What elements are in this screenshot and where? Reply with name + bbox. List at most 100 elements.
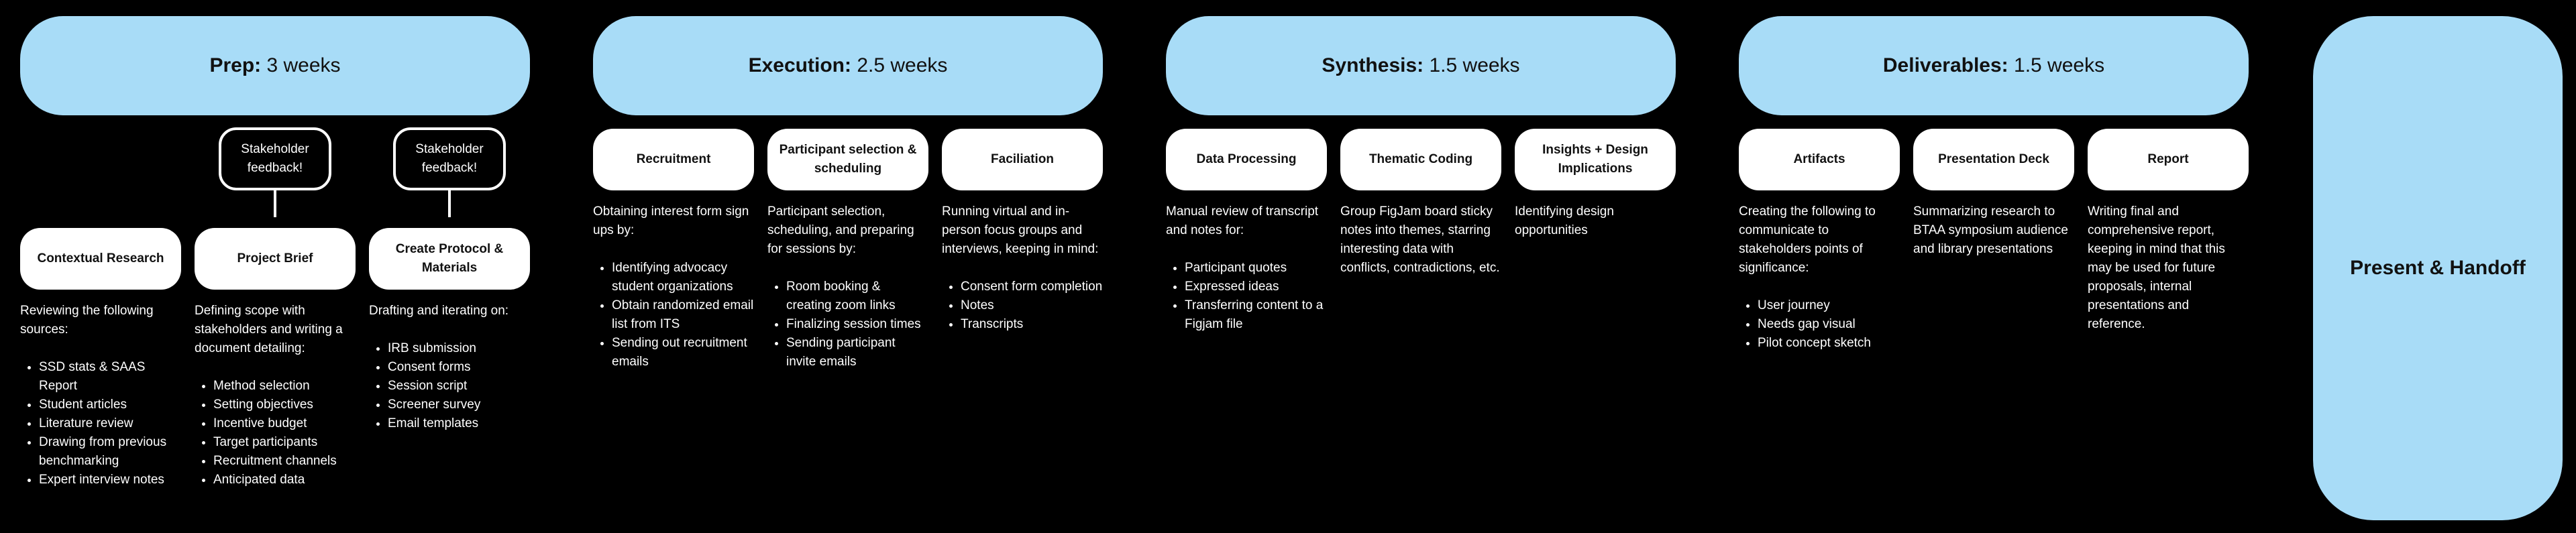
step-insights-design-implications: Insights + Design Implications <box>1515 129 1676 190</box>
step-description-insights: Identifying design opportunities <box>1515 202 1676 240</box>
step-intro: Obtaining interest form sign ups by: <box>593 204 749 237</box>
list-item: Expressed ideas <box>1185 278 1327 296</box>
list-item: Obtain randomized email list from ITS <box>612 296 754 334</box>
step-intro: Summarizing research to BTAA symposium a… <box>1913 204 2068 256</box>
list-item: Session script <box>388 377 530 396</box>
list-item: Setting objectives <box>213 396 356 414</box>
step-thematic-coding: Thematic Coding <box>1340 129 1501 190</box>
step-presentation-deck: Presentation Deck <box>1913 129 2074 190</box>
step-intro: Participant selection, scheduling, and p… <box>767 204 914 256</box>
step-create-protocol: Create Protocol & Materials <box>369 228 530 290</box>
list-item: Expert interview notes <box>39 471 181 489</box>
list-item: Notes <box>961 296 1103 315</box>
list-item: Sending out recruitment emails <box>612 334 754 371</box>
stakeholder-feedback-callout: Stakeholder feedback! <box>393 127 506 190</box>
step-title: Contextual Research <box>37 251 164 266</box>
list-item: Drawing from previous benchmarking <box>39 433 181 471</box>
step-description-data-processing: Manual review of transcript and notes fo… <box>1166 202 1327 334</box>
step-title: Presentation Deck <box>1938 152 2049 167</box>
step-contextual-research: Contextual Research <box>20 228 181 290</box>
list-item: Consent forms <box>388 358 530 377</box>
phase-name: Synthesis: <box>1322 54 1424 76</box>
list-item: Email templates <box>388 414 530 433</box>
step-list: Method selection Setting objectives Ince… <box>195 377 356 489</box>
step-title: Project Brief <box>237 251 313 266</box>
list-item: Screener survey <box>388 396 530 414</box>
step-title: Thematic Coding <box>1368 152 1473 167</box>
list-item: Incentive budget <box>213 414 356 433</box>
step-intro: Writing final and comprehensive report, … <box>2088 204 2225 331</box>
step-description-facilitation: Running virtual and in-person focus grou… <box>942 202 1103 334</box>
list-item: Room booking & creating zoom links <box>786 278 928 315</box>
list-item: Method selection <box>213 377 356 396</box>
phase-name: Execution: <box>748 54 851 76</box>
phase-duration: 3 weeks <box>266 54 341 76</box>
list-item: Recruitment channels <box>213 452 356 471</box>
step-title: Report <box>2147 152 2189 167</box>
step-description-participant-selection: Participant selection, scheduling, and p… <box>767 202 928 371</box>
step-description-artifacts: Creating the following to communicate to… <box>1739 202 1900 353</box>
step-title: Recruitment <box>636 152 711 167</box>
step-title: Faciliation <box>991 152 1054 167</box>
step-description-create-protocol: Drafting and iterating on: IRB submissio… <box>369 302 530 433</box>
step-title: Artifacts <box>1793 152 1845 167</box>
phase-header-deliverables: Deliverables: 1.5 weeks <box>1739 16 2249 115</box>
step-description-report: Writing final and comprehensive report, … <box>2088 202 2249 334</box>
step-intro: Creating the following to communicate to… <box>1739 204 1876 275</box>
step-list: Consent form completion Notes Transcript… <box>942 278 1103 334</box>
list-item: Finalizing session times <box>786 315 928 334</box>
step-intro: Manual review of transcript and notes fo… <box>1166 204 1319 237</box>
step-description-contextual-research: Reviewing the following sources: SSD sta… <box>20 302 181 489</box>
phase-name: Deliverables: <box>1882 54 2008 76</box>
step-recruitment: Recruitment <box>593 129 754 190</box>
feedback-label: Stakeholder feedback! <box>241 141 309 176</box>
phase-header-execution: Execution: 2.5 weeks <box>593 16 1103 115</box>
feedback-label: Stakeholder feedback! <box>415 141 484 176</box>
step-project-brief: Project Brief <box>195 228 356 290</box>
step-list: Identifying advocacy student organizatio… <box>593 259 754 371</box>
step-list: Participant quotes Expressed ideas Trans… <box>1166 259 1327 334</box>
list-item: Transcripts <box>961 315 1103 334</box>
list-item: Needs gap visual <box>1758 315 1900 334</box>
step-intro: Reviewing the following sources: <box>20 304 154 337</box>
list-item: Transferring content to a Figjam file <box>1185 296 1327 334</box>
list-item: Sending participant invite emails <box>786 334 928 371</box>
step-list: SSD stats & SAAS Report Student articles… <box>20 358 181 489</box>
list-item: User journey <box>1758 296 1900 315</box>
step-description-project-brief: Defining scope with stakeholders and wri… <box>195 302 356 489</box>
list-item: IRB submission <box>388 339 530 358</box>
step-list: IRB submission Consent forms Session scr… <box>369 339 530 433</box>
step-artifacts: Artifacts <box>1739 129 1900 190</box>
feedback-connector-line <box>274 190 276 217</box>
phase-duration: 2.5 weeks <box>857 54 948 76</box>
step-description-presentation-deck: Summarizing research to BTAA symposium a… <box>1913 202 2074 259</box>
stakeholder-feedback-callout: Stakeholder feedback! <box>219 127 331 190</box>
step-participant-selection: Participant selection & scheduling <box>767 129 928 190</box>
list-item: Consent form completion <box>961 278 1103 296</box>
step-description-recruitment: Obtaining interest form sign ups by: Ide… <box>593 202 754 371</box>
list-item: Target participants <box>213 433 356 452</box>
phase-name: Prep: <box>209 54 262 76</box>
step-intro: Defining scope with stakeholders and wri… <box>195 304 343 355</box>
feedback-connector-line <box>448 190 451 217</box>
step-title: Participant selection & scheduling <box>779 143 917 176</box>
present-handoff-block: Present & Handoff <box>2313 16 2563 520</box>
list-item: SSD stats & SAAS Report <box>39 358 181 396</box>
step-title: Create Protocol & Materials <box>395 242 504 275</box>
list-item: Identifying advocacy student organizatio… <box>612 259 754 296</box>
step-intro: Running virtual and in-person focus grou… <box>942 204 1099 256</box>
step-intro: Group FigJam board sticky notes into the… <box>1340 204 1500 275</box>
list-item: Pilot concept sketch <box>1758 334 1900 353</box>
list-item: Participant quotes <box>1185 259 1327 278</box>
step-list: Room booking & creating zoom links Final… <box>767 278 928 371</box>
step-title: Data Processing <box>1196 152 1297 167</box>
step-title: Insights + Design Implications <box>1542 143 1648 176</box>
list-item: Student articles <box>39 396 181 414</box>
step-intro: Identifying design opportunities <box>1515 204 1614 237</box>
step-report: Report <box>2088 129 2249 190</box>
step-facilitation: Faciliation <box>942 129 1103 190</box>
handoff-label: Present & Handoff <box>2350 257 2526 279</box>
step-description-thematic-coding: Group FigJam board sticky notes into the… <box>1340 202 1501 278</box>
step-intro: Drafting and iterating on: <box>369 304 509 318</box>
phase-duration: 1.5 weeks <box>2014 54 2105 76</box>
